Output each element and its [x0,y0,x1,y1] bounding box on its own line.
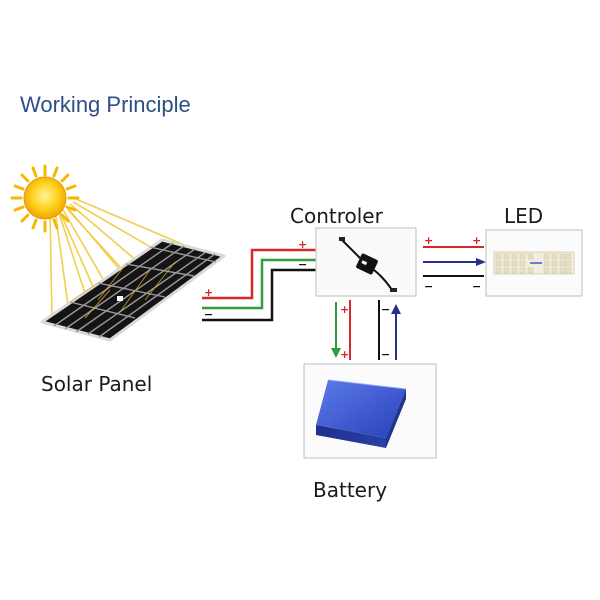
solar-panel-label: Solar Panel [41,372,153,396]
controller-in-minus-sign: − [298,258,307,271]
battery-bottom-minus-sign: − [381,348,390,361]
battery-bottom-plus-sign: + [340,348,349,361]
solar-charge-wire [202,258,316,310]
controller-in-plus-sign: + [298,238,307,251]
battery-box [303,363,437,459]
solar-to-controller-wires [202,248,316,322]
solar-positive-wire [202,248,316,300]
battery-label: Battery [313,478,388,502]
solar-plus-sign: + [204,286,213,299]
solar-panel-icon [40,238,226,342]
polarity-signs: + − + − + + − − + + − − [204,234,481,361]
led-in-minus-sign: − [472,280,481,293]
led-in-plus-sign: + [472,234,481,247]
led-out-plus-sign: + [424,234,433,247]
controller-box [315,227,417,297]
solar-minus-sign: − [204,308,213,321]
sun-icon [10,164,80,233]
solar-negative-wire [202,268,316,322]
controller-label: Controler [290,204,383,228]
led-label: LED [504,204,544,228]
controller-icon [339,237,397,292]
led-out-minus-sign: − [424,280,433,293]
led-strip-icon [493,251,575,275]
controller-to-battery-wires [331,300,401,360]
battery-top-plus-sign: + [340,303,349,316]
battery-top-minus-sign: − [381,303,390,316]
controller-to-led-wires [423,246,486,277]
led-box [485,229,583,297]
battery-icon [316,379,407,448]
page-title: Working Principle [20,92,191,117]
